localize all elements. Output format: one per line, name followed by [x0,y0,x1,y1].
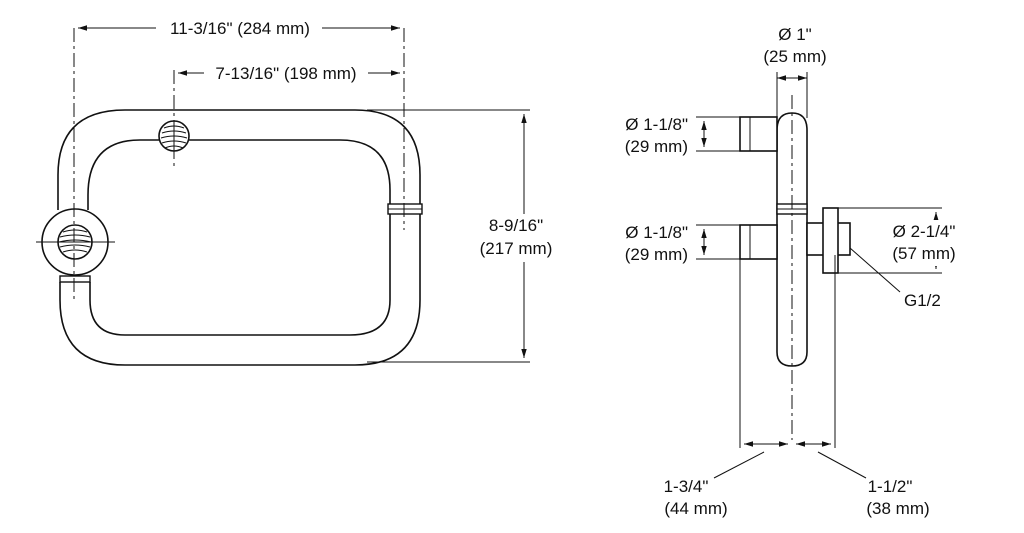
depth-right-label-in: 1-1/2" [868,477,913,496]
post-top-label-in: Ø 1-1/8" [625,115,688,134]
tube-dia-label-mm: (25 mm) [763,47,826,66]
post-bottom-label-in: Ø 1-1/8" [625,223,688,242]
handle-inner-contour [87,139,391,336]
side-view: Ø 1" (25 mm) Ø 1-1/8" (29 mm) Ø 1-1/8" (… [625,25,964,518]
handle-outer-contour [57,109,421,366]
thread-leader [849,247,901,293]
depth-left-label-mm: (44 mm) [664,499,727,518]
depth-right-leader [817,451,867,479]
thread-label: G1/2 [904,291,941,310]
overall-width-label: 11-3/16" (284 mm) [170,19,310,38]
post-top-label-mm: (29 mm) [625,137,688,156]
depth-left-label-in: 1-3/4" [664,477,709,496]
side-flange [822,207,839,274]
side-post-bottom [739,224,778,260]
mount-flange-left [41,208,109,283]
front-view: 11-3/16" (284 mm) 7-13/16" (198 mm) 8-9/… [36,18,558,366]
mount-spacing-label: 7-13/16" (198 mm) [215,64,356,83]
side-tube [776,112,808,367]
flange-label-in: Ø 2-1/4" [893,222,956,241]
height-label-mm: (217 mm) [480,239,553,258]
depth-left-leader [713,451,765,479]
post-bottom-label-mm: (29 mm) [625,245,688,264]
flange-label-mm: (57 mm) [892,244,955,263]
height-label-in: 8-9/16" [489,216,543,235]
depth-right-label-mm: (38 mm) [866,499,929,518]
tube-dia-label-in: Ø 1" [778,25,811,44]
side-post-top [739,116,778,152]
